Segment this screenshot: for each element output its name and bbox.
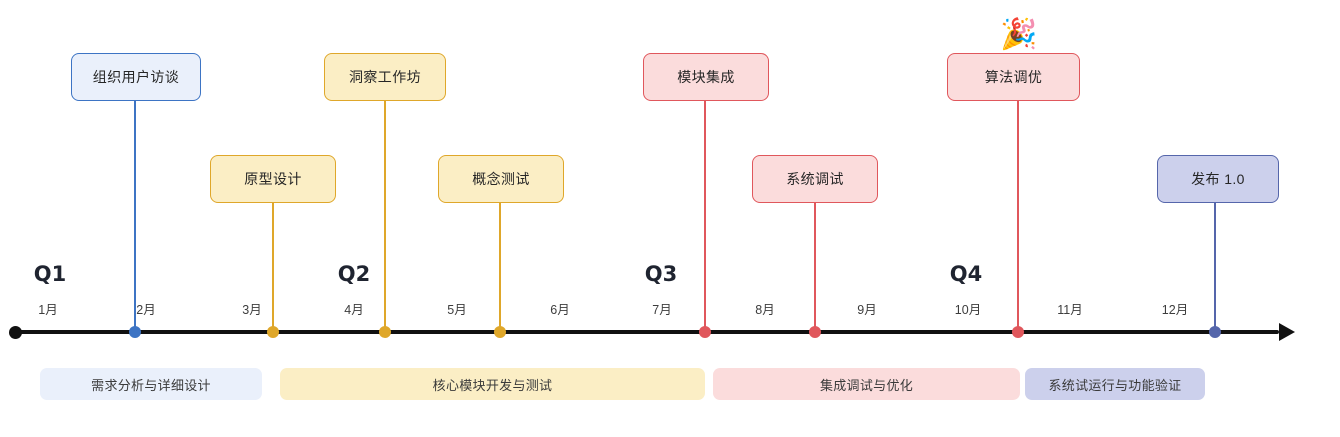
phase-bar-4[interactable]: 系统试运行与功能验证 bbox=[1025, 368, 1205, 400]
timeline-start-dot bbox=[9, 325, 22, 339]
milestone-stem-4 bbox=[499, 203, 501, 332]
phase-label-4: 系统试运行与功能验证 bbox=[1048, 377, 1182, 393]
quarter-label-q4: Q4 bbox=[949, 262, 983, 286]
milestone-label-1: 组织用户访谈 bbox=[92, 69, 180, 85]
milestone-box-6[interactable]: 系统调试 bbox=[752, 155, 878, 203]
phase-label-1: 需求分析与详细设计 bbox=[91, 377, 211, 393]
month-label-1: 1月 bbox=[38, 303, 58, 317]
milestone-dot-1[interactable] bbox=[129, 326, 141, 338]
quarter-label-q2: Q2 bbox=[337, 262, 371, 286]
milestone-stem-8 bbox=[1214, 203, 1216, 332]
month-label-4: 4月 bbox=[344, 303, 364, 317]
month-label-5: 5月 bbox=[447, 303, 467, 317]
milestone-stem-5 bbox=[704, 101, 706, 332]
month-label-3: 3月 bbox=[242, 303, 262, 317]
month-label-11: 11月 bbox=[1057, 303, 1083, 317]
party-popper-icon: 🎉 bbox=[1000, 17, 1038, 52]
month-label-9: 9月 bbox=[857, 303, 877, 317]
milestone-label-2: 原型设计 bbox=[244, 171, 302, 187]
milestone-label-3: 洞察工作坊 bbox=[349, 69, 421, 85]
milestone-dot-5[interactable] bbox=[699, 326, 711, 338]
month-label-10: 10月 bbox=[954, 303, 982, 317]
milestone-dot-6[interactable] bbox=[809, 326, 821, 338]
milestone-label-8: 发布 1.0 bbox=[1191, 171, 1245, 187]
month-label-12: 12月 bbox=[1161, 303, 1189, 317]
milestone-dot-8[interactable] bbox=[1209, 326, 1221, 338]
milestone-dot-3[interactable] bbox=[379, 326, 391, 338]
milestone-box-8[interactable]: 发布 1.0 bbox=[1157, 155, 1279, 203]
milestone-stem-7 bbox=[1017, 101, 1019, 332]
month-label-6: 6月 bbox=[550, 303, 570, 317]
month-label-8: 8月 bbox=[755, 303, 775, 317]
milestone-stem-6 bbox=[814, 203, 816, 332]
milestone-box-2[interactable]: 原型设计 bbox=[210, 155, 336, 203]
phase-label-3: 集成调试与优化 bbox=[819, 377, 914, 393]
phase-bar-2[interactable]: 核心模块开发与测试 bbox=[280, 368, 705, 400]
milestone-box-7[interactable]: 算法调优 bbox=[947, 53, 1080, 101]
quarter-label-q1: Q1 bbox=[33, 262, 67, 286]
milestone-dot-7[interactable] bbox=[1012, 326, 1024, 338]
milestone-stem-2 bbox=[272, 203, 274, 332]
phase-bar-1[interactable]: 需求分析与详细设计 bbox=[40, 368, 262, 400]
timeline-arrow-head bbox=[1279, 323, 1295, 341]
milestone-label-7: 算法调优 bbox=[984, 69, 1043, 85]
milestone-box-5[interactable]: 模块集成 bbox=[643, 53, 769, 101]
milestone-box-3[interactable]: 洞察工作坊 bbox=[324, 53, 446, 101]
timeline-axis-line bbox=[15, 330, 1279, 334]
milestone-stem-3 bbox=[384, 101, 386, 332]
milestone-dot-4[interactable] bbox=[494, 326, 506, 338]
month-label-2: 2月 bbox=[136, 303, 156, 317]
quarter-label-q3: Q3 bbox=[644, 262, 678, 286]
month-label-7: 7月 bbox=[652, 303, 672, 317]
phase-label-2: 核心模块开发与测试 bbox=[432, 377, 553, 393]
phase-bar-3[interactable]: 集成调试与优化 bbox=[713, 368, 1020, 400]
milestone-label-5: 模块集成 bbox=[677, 69, 735, 85]
milestone-stem-1 bbox=[134, 101, 136, 332]
milestone-box-4[interactable]: 概念测试 bbox=[438, 155, 564, 203]
milestone-dot-2[interactable] bbox=[267, 326, 279, 338]
milestone-box-1[interactable]: 组织用户访谈 bbox=[71, 53, 201, 101]
milestone-label-4: 概念测试 bbox=[472, 171, 530, 187]
milestone-label-6: 系统调试 bbox=[786, 171, 844, 187]
